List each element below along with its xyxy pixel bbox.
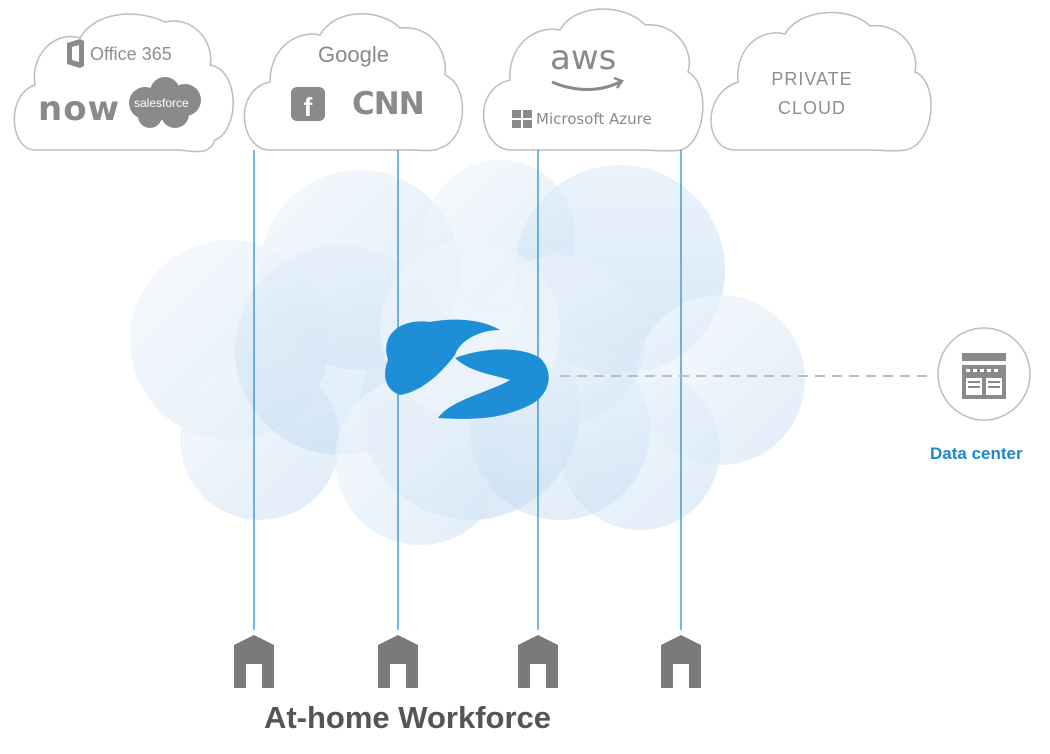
office-icon <box>67 39 84 68</box>
azure-label: Microsoft Azure <box>536 110 652 128</box>
cloud-outline-2 <box>243 13 464 152</box>
cloud-outline-4 <box>710 11 932 152</box>
data-center-icon <box>937 327 1031 421</box>
office365-label: Office 365 <box>90 44 172 64</box>
cloud-outline-1 <box>13 13 234 153</box>
facebook-icon: f <box>291 87 325 122</box>
diagram-caption: At-home Workforce <box>263 700 552 735</box>
private-cloud-label: PRIVATE CLOUD <box>771 69 853 118</box>
central-cloud <box>130 160 805 545</box>
home-icon <box>518 635 558 688</box>
cnn-label: CNN <box>352 86 425 122</box>
salesforce-icon <box>129 77 201 128</box>
windows-icon <box>512 110 532 128</box>
aws-smile-icon <box>551 80 621 91</box>
aws-arrow-icon <box>613 76 624 89</box>
data-center-label: Data center <box>930 444 1023 463</box>
home-icon <box>661 635 701 688</box>
salesforce-label: salesforce <box>134 96 189 110</box>
home-icon <box>234 635 274 688</box>
aws-label: aws <box>550 38 617 78</box>
home-icon <box>378 635 418 688</box>
google-label: Google <box>318 42 389 67</box>
cloud-outline-3 <box>483 8 704 152</box>
servicenow-label: now <box>38 89 120 129</box>
zscaler-logo-icon <box>385 319 549 419</box>
